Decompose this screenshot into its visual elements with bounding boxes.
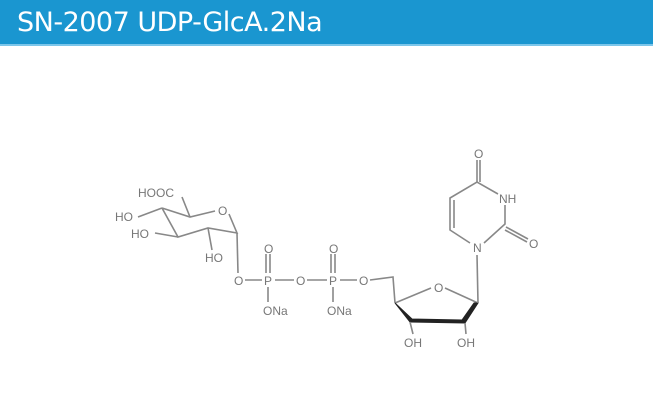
phosphorus-label: P (329, 274, 337, 288)
nh-label: NH (499, 192, 516, 206)
oxygen-label: O (234, 274, 243, 288)
phosphorus-label: P (264, 274, 272, 288)
sodium-oxide-label: ONa (263, 304, 288, 318)
oxygen-label: O (296, 274, 305, 288)
hydroxyl-label: HO (205, 251, 223, 265)
hydroxyl-label: OH (404, 336, 422, 350)
ring-oxygen-label: O (434, 281, 443, 295)
carboxyl-label: HOOC (138, 186, 174, 200)
oxygen-label: O (529, 237, 538, 251)
hydroxyl-label: HO (131, 227, 149, 241)
hydroxyl-label: OH (457, 336, 475, 350)
oxygen-label: O (329, 242, 338, 256)
oxygen-label: O (474, 147, 483, 161)
ring-oxygen-label: O (218, 204, 227, 218)
hydroxyl-label: HO (115, 210, 133, 224)
nitrogen-label: N (473, 241, 482, 255)
page-title: SN-2007 UDP-GlcA.2Na (17, 7, 323, 38)
sodium-oxide-label: ONa (327, 304, 352, 318)
oxygen-label: O (264, 242, 273, 256)
bonds (137, 160, 529, 335)
oxygen-label: O (359, 274, 368, 288)
atom-labels: HOOC HO HO HO O O P O ONa O P O ONa O O … (115, 147, 538, 350)
header-bar: SN-2007 UDP-GlcA.2Na (0, 0, 653, 46)
